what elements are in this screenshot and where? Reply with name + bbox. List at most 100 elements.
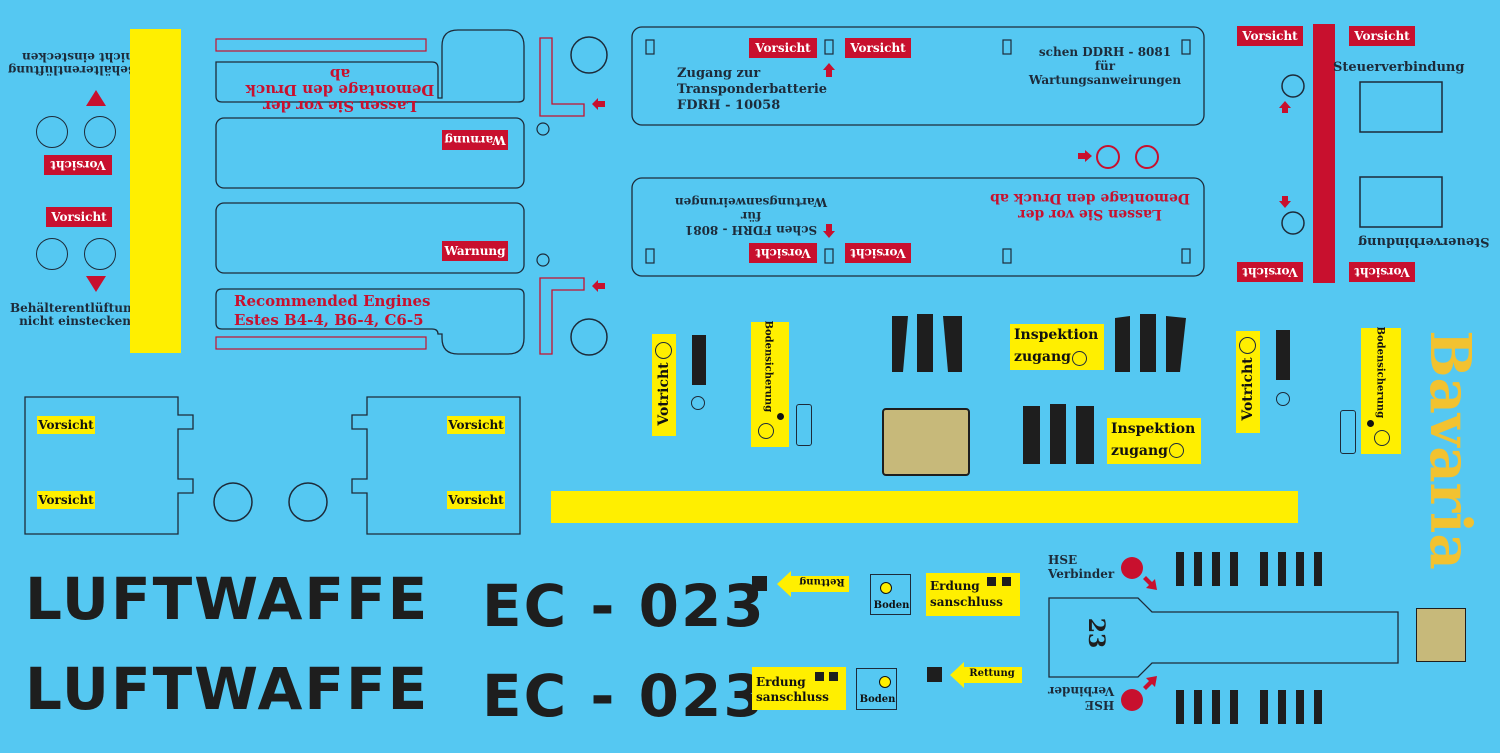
boden-box: Boden [856, 668, 897, 710]
erdung-line1: Erdung [756, 675, 806, 689]
vorsicht-tag: Vorsicht [749, 243, 817, 263]
red-dot [1121, 557, 1143, 579]
warnung-tag: Warnung [442, 130, 508, 150]
druck-line1: Lassen Sie vor der [1018, 206, 1162, 222]
votricht-panel: Votricht [1236, 331, 1260, 433]
erdung-panel: Erdung sanschluss [926, 573, 1020, 616]
stripe [1212, 690, 1220, 724]
stripe [1296, 690, 1304, 724]
bavaria-label: Bavaria [1417, 330, 1483, 570]
schen-text: schen DDRH - 8081 für Wartungsanweirunge… [1020, 45, 1190, 87]
schen-line1: schen DDRH - 8081 [1038, 45, 1172, 59]
hse-line2: Verbinder [1048, 567, 1115, 581]
vorsicht-tag: Vorsicht [1349, 262, 1415, 282]
beluft-text: Behälterentlüftung nicht einstecken [10, 302, 140, 328]
hole-circle [1072, 351, 1087, 366]
engines-line1: Recommended Engines [234, 292, 431, 310]
luftwaffe-marking: LUFTWAFFE [25, 565, 430, 633]
inspektion-line2: zugang [1111, 443, 1168, 459]
dot-icon [777, 413, 784, 420]
number-23: 23 [1083, 617, 1109, 649]
erdung-line1: Erdung [930, 579, 980, 593]
zugang-line3: FDRH - 10058 [677, 98, 781, 113]
boden-label: Boden [859, 694, 896, 705]
engines-text: Recommended Engines Estes B4-4, B6-4, C6… [234, 292, 431, 330]
vorsicht-tag: Vorsicht [1237, 26, 1303, 46]
red-circle [1135, 145, 1159, 169]
stripe [1278, 690, 1286, 724]
inspektion-line1: Inspektion [1111, 421, 1196, 437]
vorsicht-tag: Vorsicht [46, 207, 112, 227]
stripe [1194, 690, 1202, 724]
stripe-group [1260, 690, 1324, 724]
hole-circle [36, 238, 68, 270]
vorsicht-tag: Vorsicht [845, 243, 911, 263]
black-bar [692, 335, 706, 385]
schen-flip-line2: für Wartungsanweirungen [674, 195, 828, 223]
rettung-arrow-left-icon [777, 571, 849, 597]
slot-outline [796, 404, 812, 446]
inspektion-panel: Inspektion zugang [1107, 418, 1201, 464]
hse-text-flipped: HSE Verbinder [1048, 684, 1114, 712]
engines-line2: Estes B4-4, B6-4, C6-5 [234, 311, 424, 329]
hse-line2: Verbinder [1048, 684, 1115, 698]
stripe [1314, 690, 1322, 724]
hole-circle [1169, 443, 1184, 458]
erdung-line2: sanschluss [756, 690, 829, 704]
stripe [1278, 552, 1286, 586]
steuer-label-flipped: Steuerverbindung [1358, 234, 1490, 249]
red-arrow-down-icon [86, 276, 106, 292]
votricht-panel: Votricht [652, 334, 676, 436]
hse-line1: HSE [1085, 698, 1115, 712]
red-arrow-up-icon [86, 90, 106, 106]
stripe-group [1260, 552, 1324, 586]
ec-marking: EC - 023 [482, 662, 766, 730]
vorsicht-yellow-tag: Vorsicht [447, 416, 505, 434]
warnung-tag: Warnung [442, 241, 508, 261]
druck-text-flipped-2: Lassen Sie vor der Demontage den Druck a… [990, 190, 1190, 222]
luftwaffe-marking: LUFTWAFFE [25, 655, 430, 723]
hse-line1: HSE [1048, 553, 1078, 567]
stripe [1176, 690, 1184, 724]
black-square [815, 672, 824, 681]
hse-text: HSE Verbinder [1048, 553, 1114, 581]
stripe [1260, 552, 1268, 586]
lock-icon [758, 423, 774, 439]
tan-square [1416, 608, 1466, 662]
black-square [1002, 577, 1011, 586]
lock-icon [1374, 430, 1390, 446]
vorsicht-yellow-tag: Vorsicht [37, 416, 95, 434]
druck-line2: Demontage den Druck ab [990, 190, 1190, 206]
druck-line2: Demontage den Druck ab [245, 65, 435, 99]
schen-flip-line1: Schen FDRH - 8081 [684, 223, 818, 237]
hole-circle [655, 342, 672, 359]
vorsicht-tag: Vorsicht [1237, 262, 1303, 282]
ground-point-icon [880, 582, 892, 594]
boden-label: Boden [873, 600, 910, 611]
slot-outline [1340, 410, 1356, 454]
stripe [1314, 552, 1322, 586]
hole-circle [36, 116, 68, 148]
ground-point-icon [879, 676, 891, 688]
tan-panel [882, 408, 970, 476]
hole-circle [84, 116, 116, 148]
red-dot [1121, 689, 1143, 711]
inspektion-panel: Inspektion zugang [1010, 324, 1104, 370]
hole-circle [691, 396, 705, 410]
bodensich-label: Bodensicherung [1374, 326, 1386, 419]
beluft-line2: nicht einstecken [19, 314, 131, 328]
red-arrow-icon [1143, 576, 1157, 590]
black-square [829, 672, 838, 681]
red-arrow-icon [1143, 676, 1157, 690]
hole-circle [1276, 392, 1290, 406]
black-square [987, 577, 996, 586]
stripe [1194, 552, 1202, 586]
black-square [927, 667, 942, 682]
steuer-label: Steuerverbindung [1333, 60, 1465, 75]
stripe [1260, 690, 1268, 724]
black-square [752, 576, 767, 591]
ec-marking: EC - 023 [482, 572, 766, 640]
votricht-label: Votricht [656, 362, 672, 426]
vorsicht-tag: Vorsicht [845, 38, 911, 58]
